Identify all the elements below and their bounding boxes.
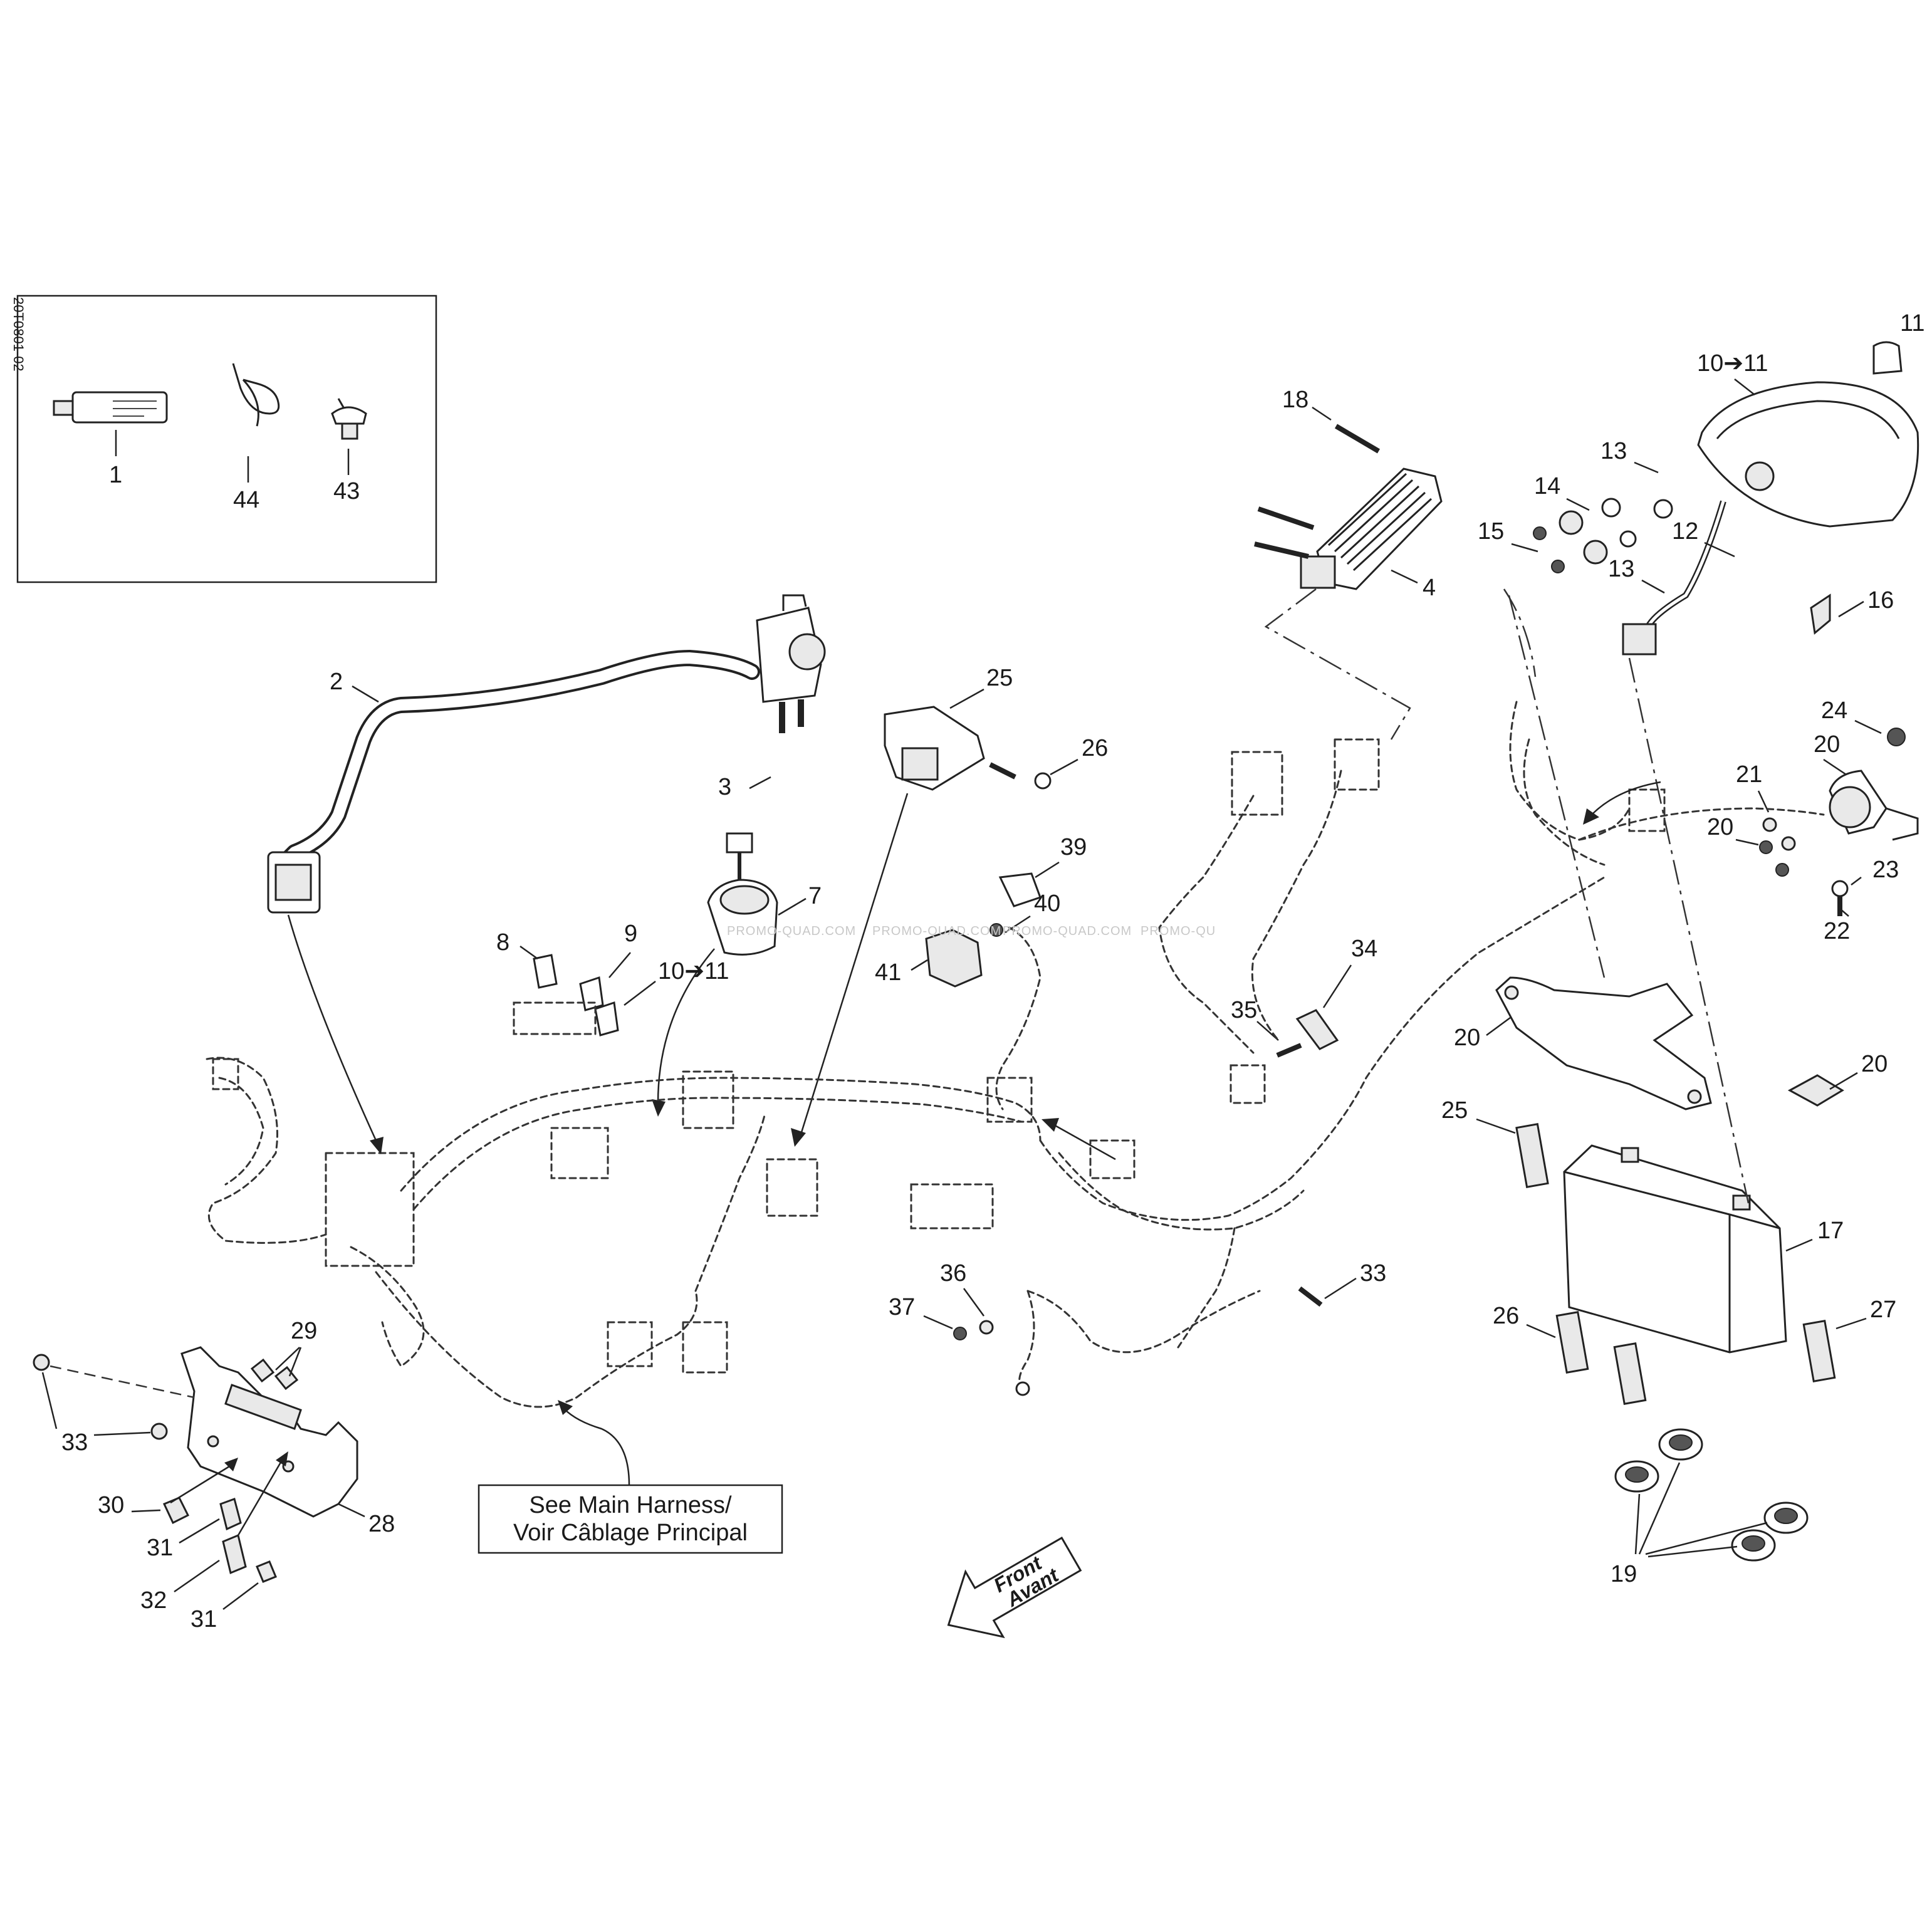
callout-1: 1 bbox=[109, 462, 122, 488]
fuses bbox=[533, 954, 619, 1036]
callout-17: 17 bbox=[1817, 1218, 1844, 1244]
diagram-code: 20T0801-02 bbox=[11, 297, 26, 372]
watermark: PROMO-QUAD.COM PROMO-QUAD.COM PROMO-QUAD… bbox=[727, 924, 1216, 938]
starter-solenoid bbox=[1759, 728, 1919, 916]
see-main-harness-note: See Main Harness/ Voir Câblage Principal bbox=[478, 1484, 783, 1554]
diagnostic-connector bbox=[925, 872, 1042, 988]
watermark-text-3: PROMO-QUAD.COM bbox=[1003, 924, 1132, 938]
callout-20d: 27 bbox=[1870, 1297, 1896, 1323]
battery-bracket bbox=[1495, 976, 1712, 1110]
callout-30: 29 bbox=[291, 1318, 317, 1344]
ignition-switch bbox=[707, 832, 778, 956]
front-direction-arrow: Front Avant bbox=[947, 1536, 1082, 1639]
bulb-icon bbox=[1872, 341, 1903, 375]
watermark-text-2: PROMO-QUAD.COM bbox=[872, 924, 1001, 938]
callout-44: 44 bbox=[233, 487, 259, 513]
callout-31a: 30 bbox=[98, 1492, 124, 1518]
callout-8: 10➔11 bbox=[658, 958, 729, 984]
relay bbox=[884, 706, 1052, 791]
grease-tube-icon bbox=[53, 391, 168, 424]
callout-6: 7 bbox=[808, 883, 822, 909]
callout-20c: 26 bbox=[1493, 1303, 1519, 1329]
callout-19: 19 bbox=[1611, 1561, 1637, 1587]
callout-36: 35 bbox=[1231, 997, 1257, 1023]
callout-24: 22 bbox=[1824, 918, 1850, 944]
handlebar-switch bbox=[267, 594, 826, 914]
callout-20a: 20 bbox=[1861, 1051, 1888, 1077]
connector-clip-icon bbox=[1810, 593, 1831, 635]
callout-12: 12 bbox=[1672, 518, 1698, 545]
callout-25: 23 bbox=[1872, 857, 1899, 883]
callout-21: 20 bbox=[1814, 731, 1840, 758]
callout-35: 34 bbox=[1351, 936, 1377, 962]
callout-37: 33 bbox=[1360, 1260, 1386, 1287]
watermark-text-1: PROMO-QUAD.COM bbox=[727, 924, 856, 938]
callout-13a: 13 bbox=[1600, 438, 1627, 464]
callout-10-11: 10➔11 bbox=[1697, 350, 1768, 377]
callout-34: 33 bbox=[61, 1429, 88, 1456]
tail-light bbox=[1533, 341, 1919, 655]
inset-panel: 20T0801-02 1 44 43 bbox=[11, 295, 437, 583]
battery-cable bbox=[953, 1286, 1323, 1396]
callout-27: 25 bbox=[986, 665, 1013, 691]
callout-38: 36 bbox=[940, 1260, 966, 1287]
callout-31b: 31 bbox=[191, 1606, 217, 1632]
callout-20b: 25 bbox=[1441, 1097, 1468, 1124]
callout-28: 26 bbox=[1082, 735, 1108, 761]
rubber-grommets bbox=[1614, 1428, 1809, 1562]
callout-11: 11 bbox=[1900, 310, 1924, 337]
battery bbox=[1563, 1144, 1787, 1354]
callout-2: 2 bbox=[330, 669, 343, 695]
callout-42: 41 bbox=[875, 959, 901, 986]
callout-7: 8 bbox=[496, 929, 509, 956]
callout-5: 18 bbox=[1282, 387, 1308, 413]
main-harness bbox=[206, 701, 1825, 1408]
callout-29: 28 bbox=[368, 1511, 395, 1537]
callout-32: 31 bbox=[147, 1535, 173, 1561]
callout-22: 20 bbox=[1707, 814, 1733, 840]
callout-13b: 13 bbox=[1608, 556, 1634, 582]
callout-40: 39 bbox=[1060, 834, 1087, 860]
cable-tie-icon bbox=[232, 363, 280, 427]
callout-26: 24 bbox=[1821, 697, 1847, 724]
note-line-2: Voir Câblage Principal bbox=[513, 1520, 748, 1546]
callout-43: 43 bbox=[333, 478, 360, 504]
battery-pads bbox=[1515, 1074, 1844, 1405]
callout-15: 15 bbox=[1478, 518, 1504, 545]
harness-clip bbox=[1276, 1009, 1339, 1058]
callout-41: 40 bbox=[1034, 890, 1060, 917]
watermark-text-4: PROMO-QU bbox=[1141, 924, 1216, 938]
push-rivet-icon bbox=[331, 398, 367, 440]
voltage-regulator bbox=[1254, 424, 1443, 590]
callout-33: 32 bbox=[140, 1587, 167, 1614]
callout-16: 16 bbox=[1867, 587, 1894, 614]
fuse-box-bracket bbox=[33, 1346, 358, 1583]
callout-9: 9 bbox=[624, 921, 637, 947]
callout-23: 21 bbox=[1736, 761, 1762, 788]
callout-39: 37 bbox=[889, 1294, 915, 1320]
callout-14: 14 bbox=[1534, 473, 1560, 499]
callout-3: 3 bbox=[718, 774, 731, 800]
callout-18: 20 bbox=[1454, 1025, 1480, 1051]
callout-4: 4 bbox=[1423, 575, 1436, 601]
note-line-1: See Main Harness/ bbox=[529, 1492, 732, 1518]
